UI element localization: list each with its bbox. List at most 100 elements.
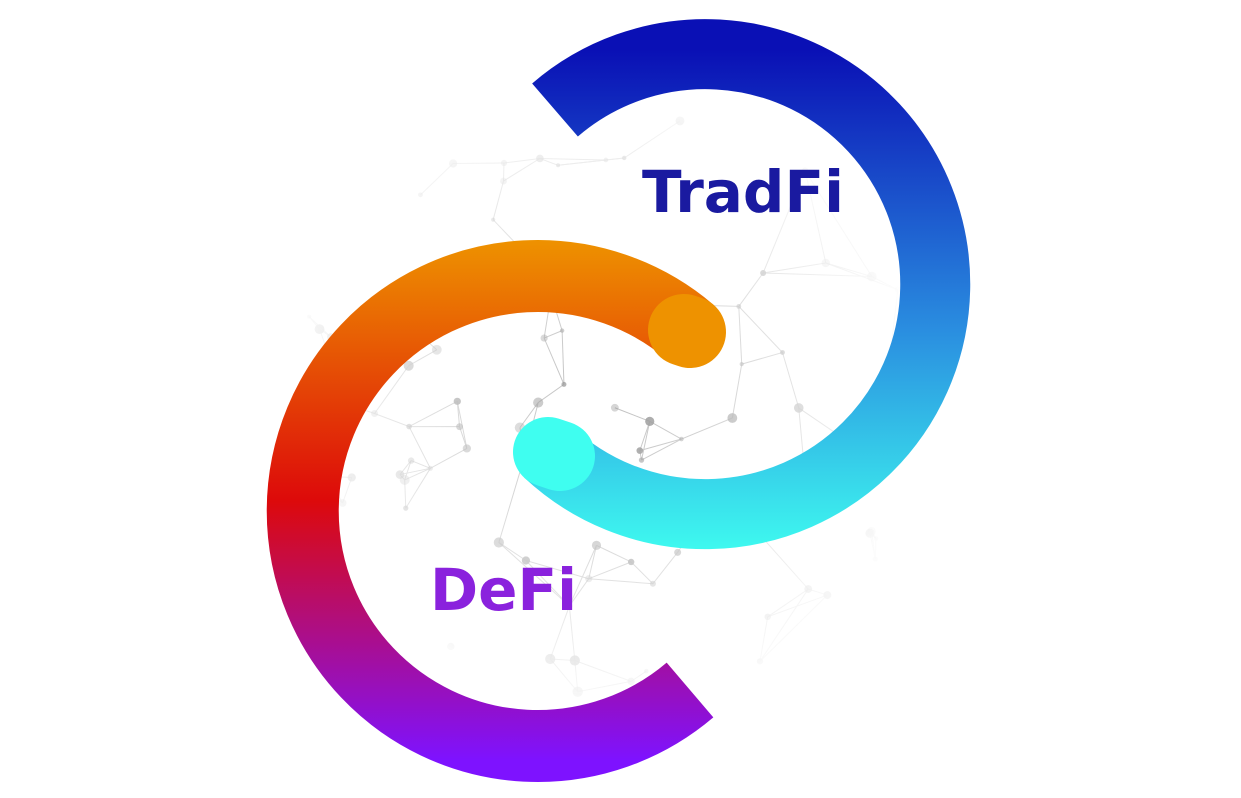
network-node bbox=[585, 575, 593, 583]
network-edge bbox=[408, 400, 458, 428]
network-edge bbox=[652, 552, 679, 585]
network-node bbox=[493, 537, 504, 548]
tradfi-ring-icon bbox=[524, 19, 971, 550]
network-edge bbox=[641, 421, 651, 461]
network-edge bbox=[588, 578, 653, 585]
network-edge bbox=[804, 170, 827, 264]
network-node bbox=[823, 591, 832, 600]
network-node bbox=[418, 192, 423, 198]
network-edge bbox=[588, 561, 632, 580]
network-edge bbox=[568, 605, 576, 661]
network-node bbox=[347, 473, 356, 482]
network-node bbox=[643, 668, 649, 674]
network-node bbox=[569, 655, 580, 666]
network-node bbox=[736, 304, 742, 309]
network-edge bbox=[588, 545, 597, 579]
network-edge bbox=[738, 272, 764, 307]
network-edge bbox=[342, 477, 353, 504]
network-node bbox=[867, 271, 877, 282]
network-edge bbox=[574, 660, 579, 692]
network-node bbox=[801, 167, 809, 174]
network-node bbox=[338, 499, 347, 507]
network-node bbox=[371, 410, 379, 418]
network-edge bbox=[767, 594, 828, 618]
network-edge bbox=[614, 407, 650, 422]
network-node bbox=[521, 556, 531, 565]
network-node bbox=[675, 116, 685, 126]
network-edge bbox=[761, 537, 809, 590]
network-node bbox=[491, 217, 496, 222]
network-edge bbox=[558, 159, 606, 166]
network-edge bbox=[405, 468, 431, 509]
network-edge bbox=[404, 479, 407, 509]
network-edge bbox=[577, 680, 632, 693]
network-node bbox=[406, 423, 412, 430]
network-node bbox=[649, 580, 656, 587]
network-edge bbox=[623, 120, 681, 159]
network-edge bbox=[525, 560, 589, 580]
network-node bbox=[622, 155, 627, 161]
network-edge bbox=[492, 180, 504, 220]
network-edge bbox=[639, 438, 682, 452]
defi-ring-icon bbox=[266, 240, 714, 782]
network-edge bbox=[574, 660, 632, 682]
network-edge bbox=[549, 605, 570, 660]
network-node bbox=[645, 416, 655, 426]
network-node bbox=[867, 527, 876, 536]
network-node bbox=[403, 360, 414, 371]
network-node bbox=[395, 470, 405, 479]
network-edge bbox=[543, 330, 563, 339]
network-edge bbox=[874, 538, 877, 560]
network-node bbox=[566, 603, 573, 609]
network-edge bbox=[596, 544, 632, 563]
network-edge bbox=[430, 448, 468, 469]
network-edge bbox=[420, 163, 454, 196]
network-node bbox=[780, 350, 785, 355]
network-node bbox=[793, 403, 804, 413]
defi-ring-end-cap bbox=[648, 294, 726, 368]
network-node bbox=[536, 154, 544, 163]
network-node bbox=[627, 558, 635, 566]
network-edge bbox=[404, 467, 431, 481]
network-node bbox=[500, 159, 508, 167]
network-edge bbox=[374, 413, 410, 428]
tradfi-label: TradFi bbox=[642, 158, 844, 226]
network-edge bbox=[408, 426, 431, 469]
network-node bbox=[636, 447, 644, 454]
network-node bbox=[407, 457, 415, 464]
network-node bbox=[764, 613, 771, 621]
network-node bbox=[453, 397, 461, 405]
network-edge bbox=[641, 438, 682, 461]
network-edge bbox=[782, 352, 800, 409]
network-edge bbox=[525, 560, 570, 607]
network-edge bbox=[759, 594, 828, 662]
network-node bbox=[804, 585, 813, 593]
network-node bbox=[591, 540, 602, 550]
network-node bbox=[533, 397, 544, 408]
network-edge bbox=[410, 460, 431, 469]
network-edge bbox=[871, 276, 899, 291]
network-edge bbox=[741, 351, 783, 365]
network-node bbox=[447, 642, 455, 651]
network-node bbox=[739, 362, 744, 367]
network-edge bbox=[762, 170, 806, 274]
network-node bbox=[638, 457, 645, 463]
network-edge bbox=[374, 365, 410, 414]
network-edge bbox=[639, 421, 651, 451]
network-node bbox=[727, 413, 738, 423]
network-edge bbox=[539, 157, 606, 161]
network-edge bbox=[568, 578, 590, 607]
network-node bbox=[865, 528, 875, 538]
network-edge bbox=[630, 561, 654, 585]
tradfi-ring-end-cap bbox=[513, 417, 595, 491]
network-edge bbox=[503, 157, 540, 164]
network-edge bbox=[408, 349, 438, 367]
network-edge bbox=[763, 262, 826, 274]
network-edge bbox=[568, 545, 597, 607]
network-edge bbox=[537, 383, 565, 403]
network-edge bbox=[763, 272, 872, 278]
network-node bbox=[559, 328, 565, 333]
network-edge bbox=[731, 364, 743, 419]
